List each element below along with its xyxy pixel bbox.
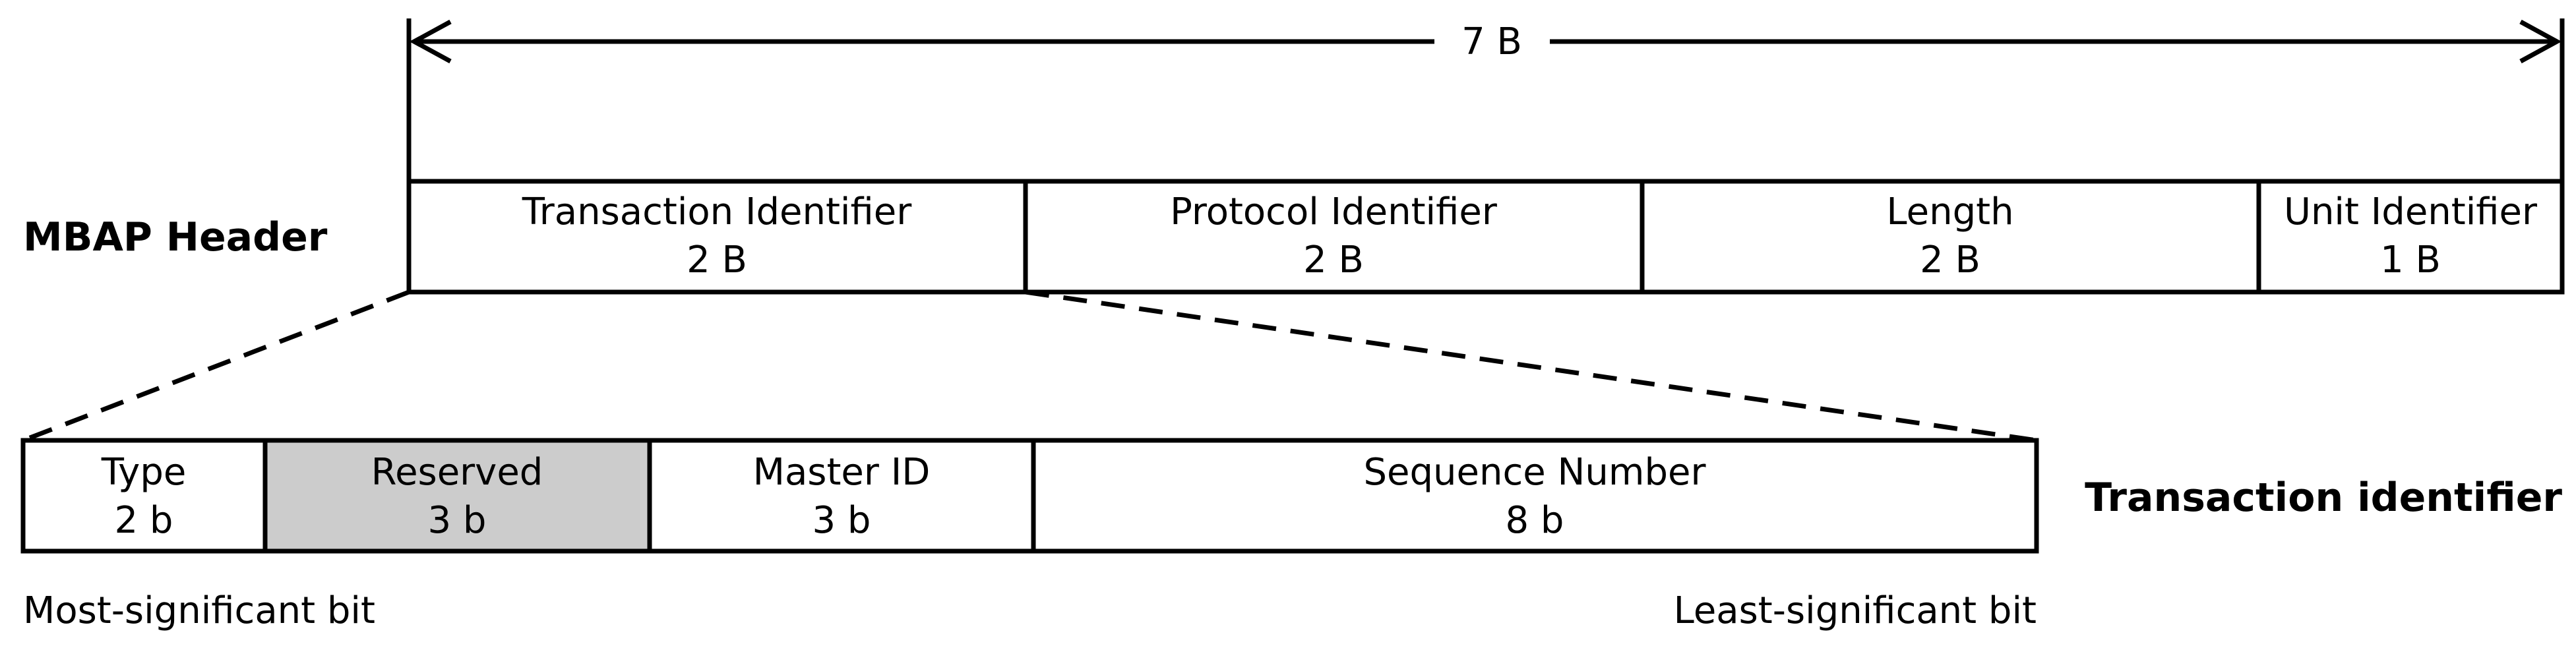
transaction-identifier-row: Type 2 b Reserved 3 b Master ID 3 b Sequ… [20,438,2039,554]
mbap-field-name: Unit Identifier [2284,191,2538,233]
bit-field-name: Master ID [753,451,931,494]
total-size-label: 7 B [1461,20,1522,63]
arrow-left-icon [409,19,452,64]
bit-field-size: 3 b [813,499,871,542]
bit-field-reserved [262,438,652,554]
lsb-label: Least-significant bit [1674,589,2037,632]
mbap-header-title: MBAP Header [23,214,328,260]
bit-field-sequence-number [1031,438,2039,554]
mbap-field-size: 2 B [1303,239,1364,281]
bit-field-name: Type [101,451,187,494]
bit-field-name: Reserved [371,451,543,494]
zoom-line-right [1025,289,2037,443]
bit-field-size: 3 b [428,499,487,542]
transaction-identifier-title: Transaction identifier [2085,475,2562,521]
mbap-field-name: Protocol Identifier [1170,191,1498,233]
mbap-field-transaction-identifier [406,179,1028,295]
mbap-field-unit-identifier [2256,179,2565,295]
bit-field-size: 2 b [115,499,173,542]
mbap-field-size: 2 B [687,239,747,281]
mbap-field-size: 1 B [2380,239,2441,281]
arrow-right-icon [2519,19,2562,64]
bit-field-master-id [647,438,1036,554]
mbap-field-size: 2 B [1920,239,1980,281]
msb-label: Most-significant bit [23,589,375,632]
mbap-field-name: Transaction Identifier [522,191,912,233]
bit-field-name: Sequence Number [1364,451,1707,494]
zoom-connector [22,289,2037,443]
mbap-header-row: Transaction Identifier 2 B Protocol Iden… [406,179,2565,295]
total-size-dimension [406,18,2565,181]
bit-field-type [20,438,268,554]
mbap-field-name: Length [1886,191,2013,233]
zoom-line-left [22,289,410,443]
bit-field-size: 8 b [1506,499,1564,542]
